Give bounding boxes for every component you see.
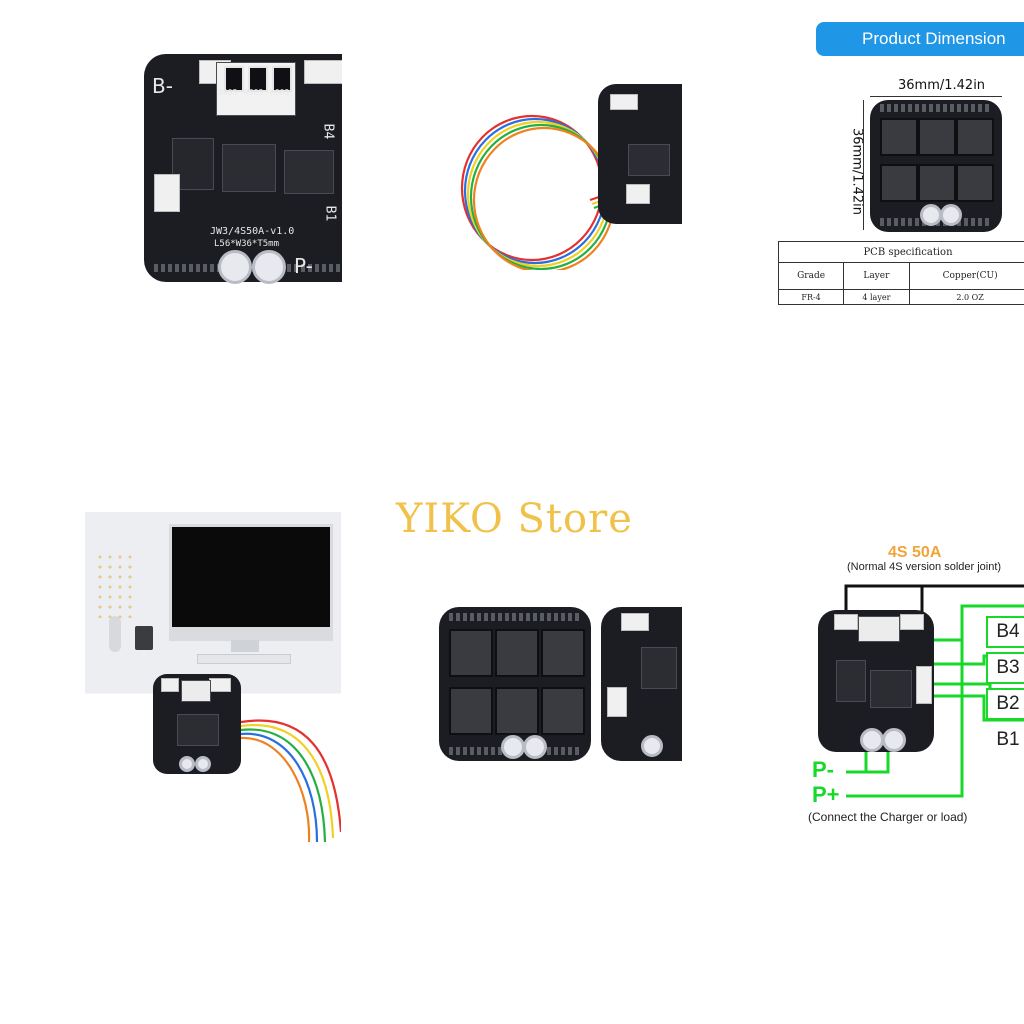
spec-table-title: PCB specification (778, 241, 1024, 263)
wire-harness-illustration (240, 719, 341, 842)
silk-b4: B4 (320, 123, 336, 140)
keyboard (197, 654, 291, 664)
diagram-pcb (818, 610, 934, 752)
silk-p-minus: P- (294, 254, 313, 278)
diagram-subtitle: (Normal 4S version solder joint) (847, 561, 1002, 573)
silk-b-minus: B- (152, 74, 173, 98)
silk-size: L56*W36*T5mm (214, 239, 280, 249)
monitor (169, 524, 333, 641)
resistor-code: R003 (270, 88, 290, 97)
b4-label: B4 (986, 616, 1024, 648)
b3-label: B3 (986, 652, 1024, 684)
silk-b1: B1 (322, 205, 338, 222)
resistor-code: R003 (218, 88, 238, 97)
spec-val-copper: 2.0 OZ (908, 289, 1024, 305)
dried-flowers (95, 552, 135, 618)
wired-pcb-image (440, 70, 682, 270)
resistor-code: R003 (244, 88, 264, 97)
pcb-pair-image (437, 605, 682, 765)
diagram-title: 4S 50A (888, 544, 942, 561)
mug (135, 626, 153, 650)
diagram-footer: (Connect the Charger or load) (808, 810, 968, 824)
pcb-closeup-image: R003 R003 R003 B- B4 B1 JW3/4S50A-v1.0 L… (130, 50, 342, 286)
width-label: 36mm/1.42in (898, 78, 986, 93)
spec-col-copper: Copper(CU) (908, 262, 1024, 290)
b2-label: B2 (986, 688, 1024, 720)
p-plus-label: P+ (812, 782, 840, 807)
pcb-spec-table: PCB specification Grade Layer Copper(CU)… (777, 241, 1024, 305)
p-minus-label: P- (812, 757, 834, 782)
height-line (863, 100, 864, 230)
product-dimension-banner: Product Dimension (816, 22, 1024, 56)
pcb-top-view (870, 100, 1002, 232)
b1-label: B1 (986, 724, 1024, 756)
spec-col-grade: Grade (777, 262, 845, 290)
store-name: YIKO Store (396, 496, 633, 542)
spec-val-layer: 4 layer (843, 289, 910, 305)
silk-model: JW3/4S50A-v1.0 (210, 226, 295, 237)
width-line (870, 96, 1002, 97)
spec-val-grade: FR-4 (777, 289, 845, 305)
monitor-stand (231, 640, 259, 652)
vase (109, 616, 121, 652)
spec-col-layer: Layer (843, 262, 910, 290)
desk-scene-image (85, 512, 341, 842)
